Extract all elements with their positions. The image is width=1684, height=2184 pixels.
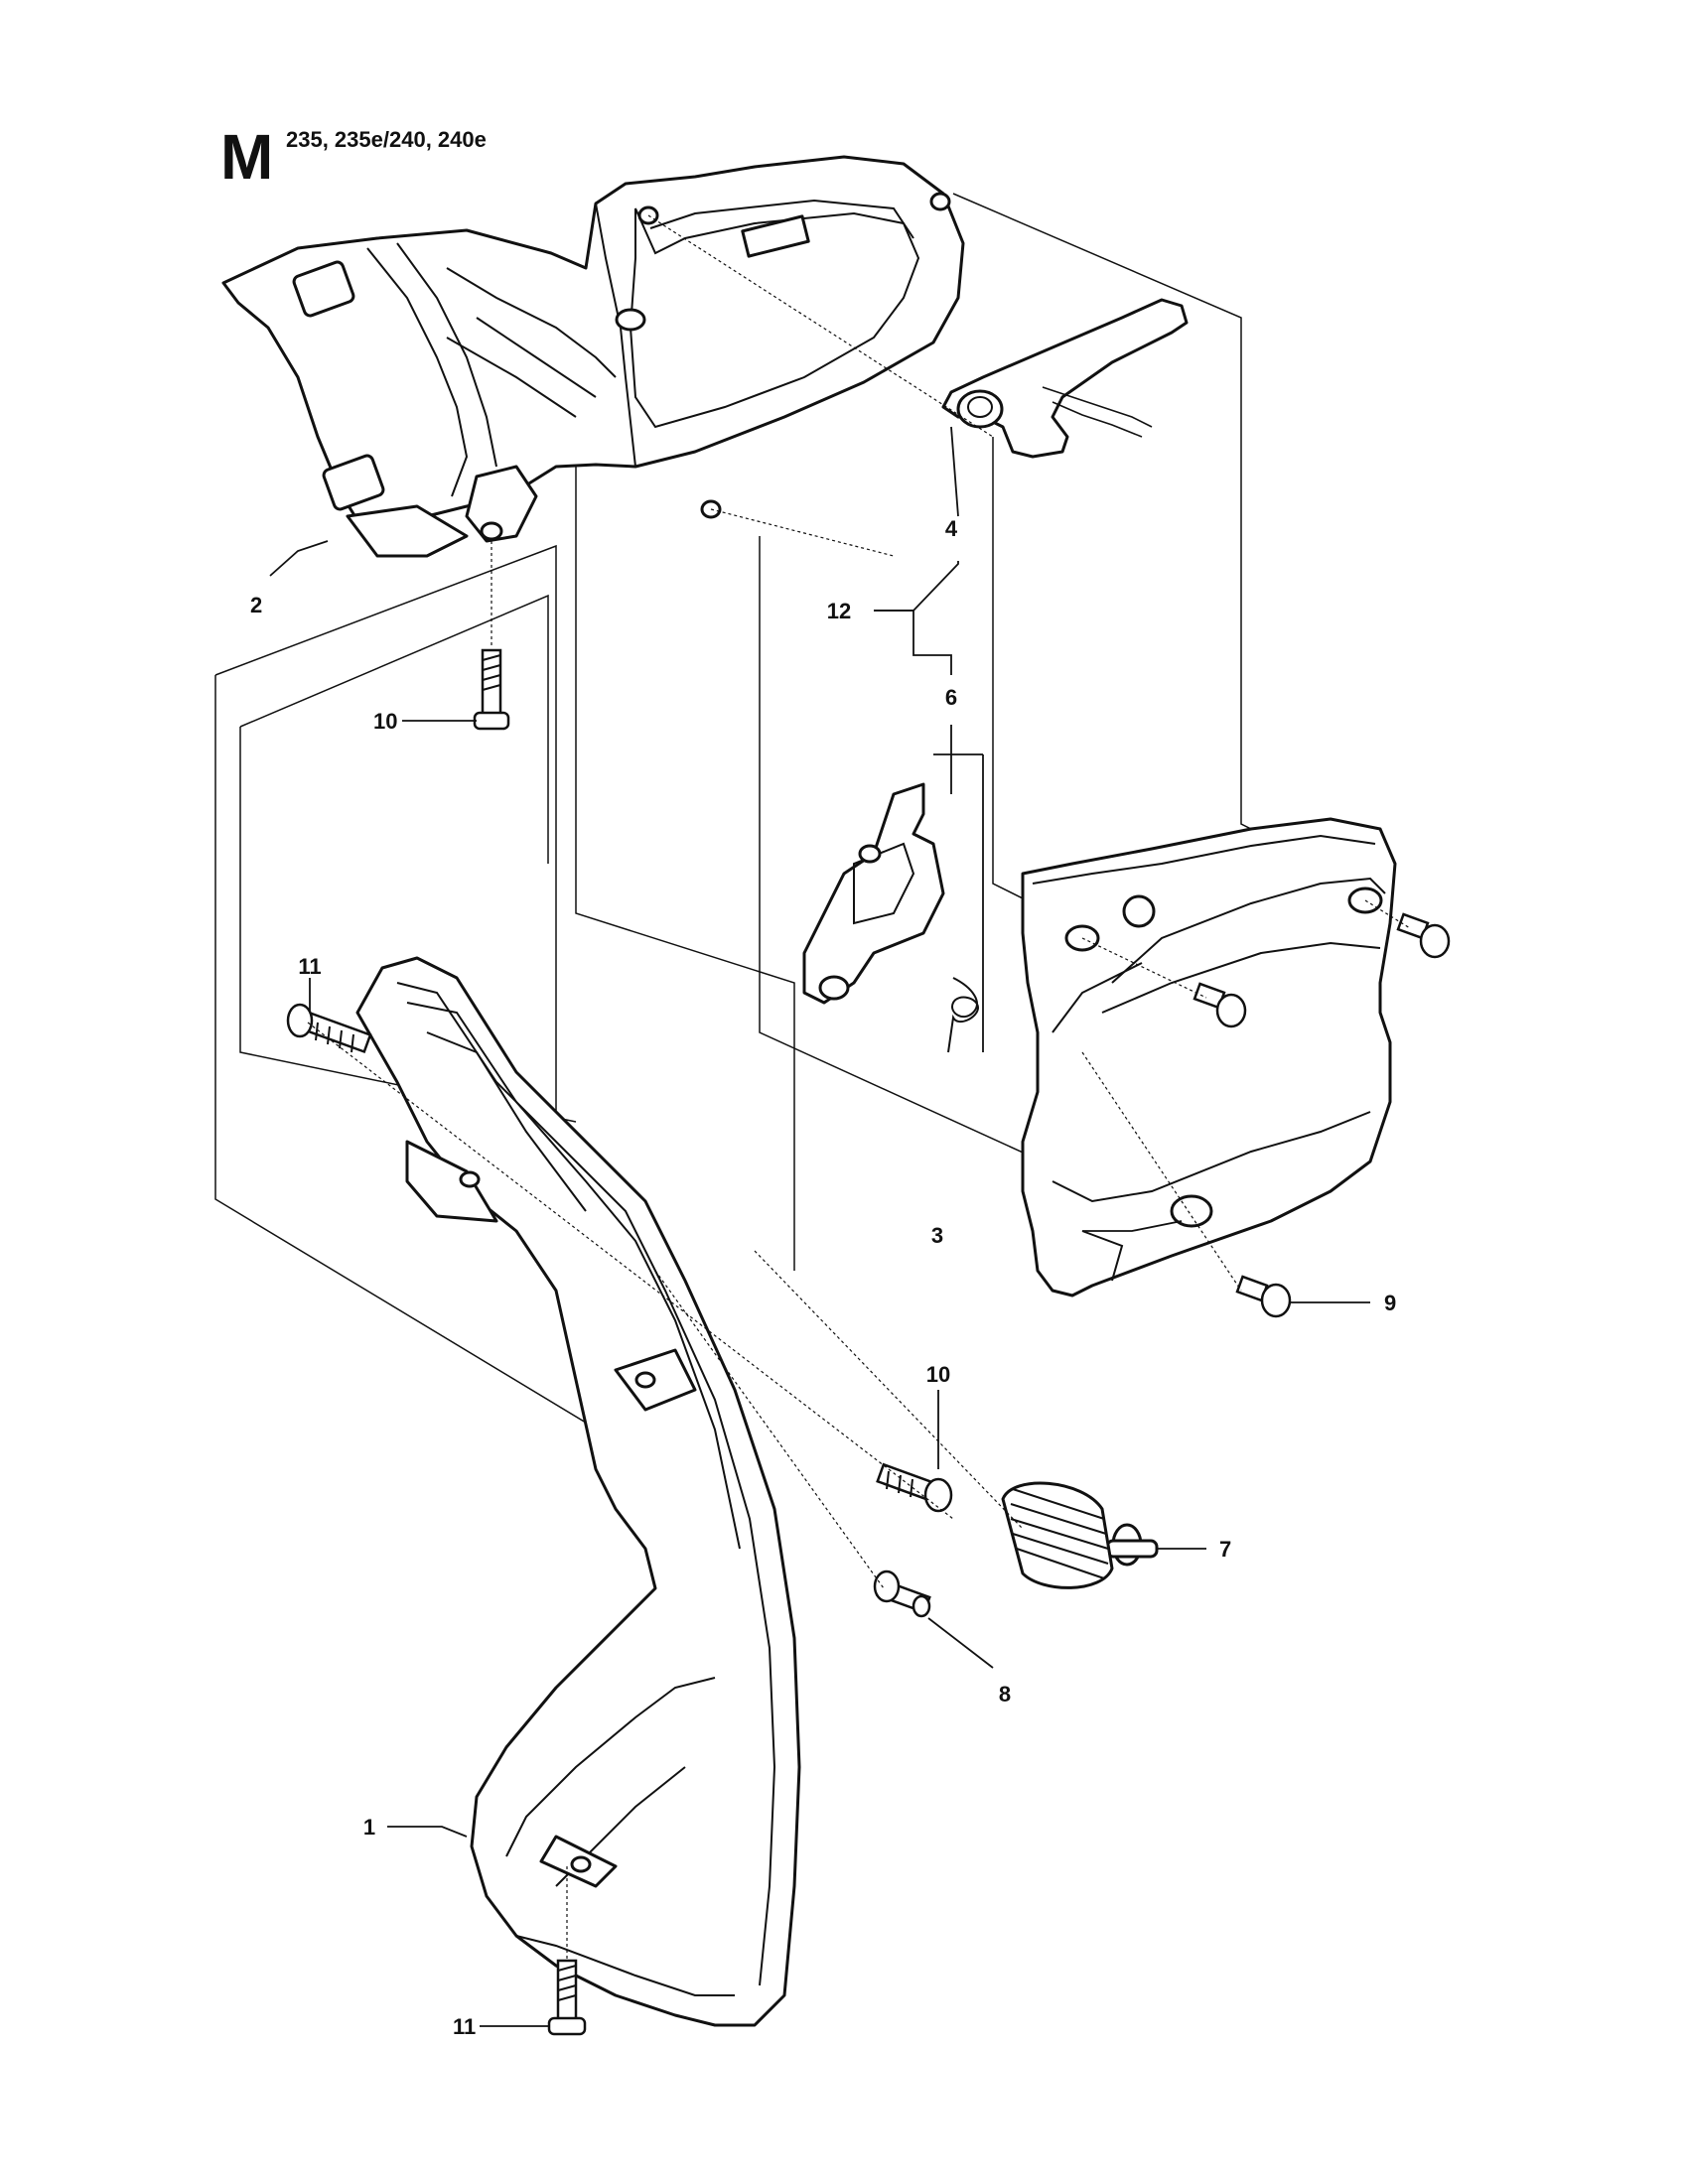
callout-part-4: 4 — [945, 516, 958, 541]
screw-10-top — [473, 648, 510, 731]
callout-part-6: 6 — [945, 685, 957, 710]
callout-part-2: 2 — [250, 593, 262, 617]
throttle-lockout — [802, 782, 945, 1005]
callout-part-1: 1 — [363, 1815, 375, 1840]
front-handle — [355, 956, 801, 2027]
section-letter: M — [220, 121, 273, 193]
callout-part-10-top: 10 — [373, 709, 397, 734]
model-list: 235, 235e/240, 240e — [286, 127, 487, 152]
callout-part-7: 7 — [1219, 1537, 1231, 1562]
bolt-8 — [873, 1570, 931, 1618]
damper-spring — [1001, 1481, 1159, 1589]
assembly-frame-center — [575, 417, 1044, 1271]
lockout-spring — [947, 977, 980, 1053]
assembly-frame-right — [952, 193, 1262, 944]
callout-part-12: 12 — [827, 599, 851, 623]
callout-part-3: 3 — [931, 1223, 943, 1248]
callout-part-9: 9 — [1384, 1291, 1396, 1315]
screw-11-top — [286, 1003, 372, 1054]
handle-cover — [1021, 817, 1397, 1297]
callout-part-8: 8 — [999, 1682, 1011, 1706]
callout-part-10-mid: 10 — [926, 1362, 950, 1387]
screw-cover-right — [1396, 912, 1451, 959]
callout-part-11-top: 11 — [298, 954, 321, 979]
screw-10-mid — [876, 1462, 953, 1513]
screw-9 — [1235, 1275, 1292, 1318]
assembly-lines — [307, 214, 1411, 1961]
rear-handle-housing — [221, 155, 965, 558]
callout-leaders — [269, 426, 1370, 2027]
callout-part-11-bottom: 11 — [453, 2014, 476, 2039]
screw-cover-upper — [1193, 982, 1247, 1028]
throttle-trigger — [941, 298, 1189, 459]
